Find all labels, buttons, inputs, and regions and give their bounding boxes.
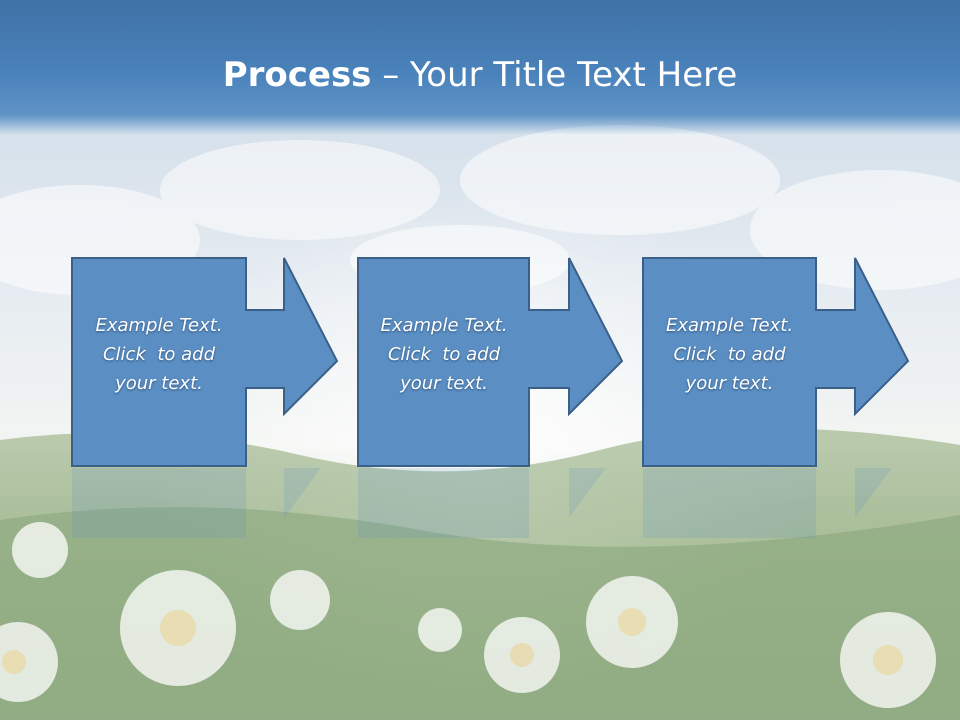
title-bold-text: Process xyxy=(222,55,372,95)
step-2-text: Example Text. Click to add your text. xyxy=(357,311,531,398)
step-3-line-1: Example Text. xyxy=(665,315,794,336)
step-2-shape xyxy=(357,257,624,467)
step-1-line-3: your text. xyxy=(115,373,203,394)
step-1-line-2: Click to add xyxy=(102,344,215,365)
step-3-shape xyxy=(642,257,910,467)
step-3-text: Example Text. Click to add your text. xyxy=(642,311,817,398)
process-step-1[interactable]: Example Text. Click to add your text. xyxy=(71,257,339,467)
step-1-reflection xyxy=(71,468,321,538)
step-2-line-3: your text. xyxy=(400,373,488,394)
step-1-text: Example Text. Click to add your text. xyxy=(71,311,247,398)
step-1-line-1: Example Text. xyxy=(95,315,223,336)
step-2-line-2: Click to add xyxy=(387,344,500,365)
step-3-reflection xyxy=(642,468,892,538)
title-band xyxy=(0,0,960,135)
step-3-line-2: Click to add xyxy=(673,344,786,365)
process-step-3[interactable]: Example Text. Click to add your text. xyxy=(642,257,910,467)
process-step-2[interactable]: Example Text. Click to add your text. xyxy=(357,257,624,467)
title-rest-text: – Your Title Text Here xyxy=(371,55,738,95)
step-2-reflection xyxy=(357,468,606,538)
step-3-line-3: your text. xyxy=(685,373,774,394)
step-2-line-1: Example Text. xyxy=(380,315,508,336)
step-1-shape xyxy=(71,257,339,467)
slide-title[interactable]: Process – Your Title Text Here xyxy=(0,52,960,98)
